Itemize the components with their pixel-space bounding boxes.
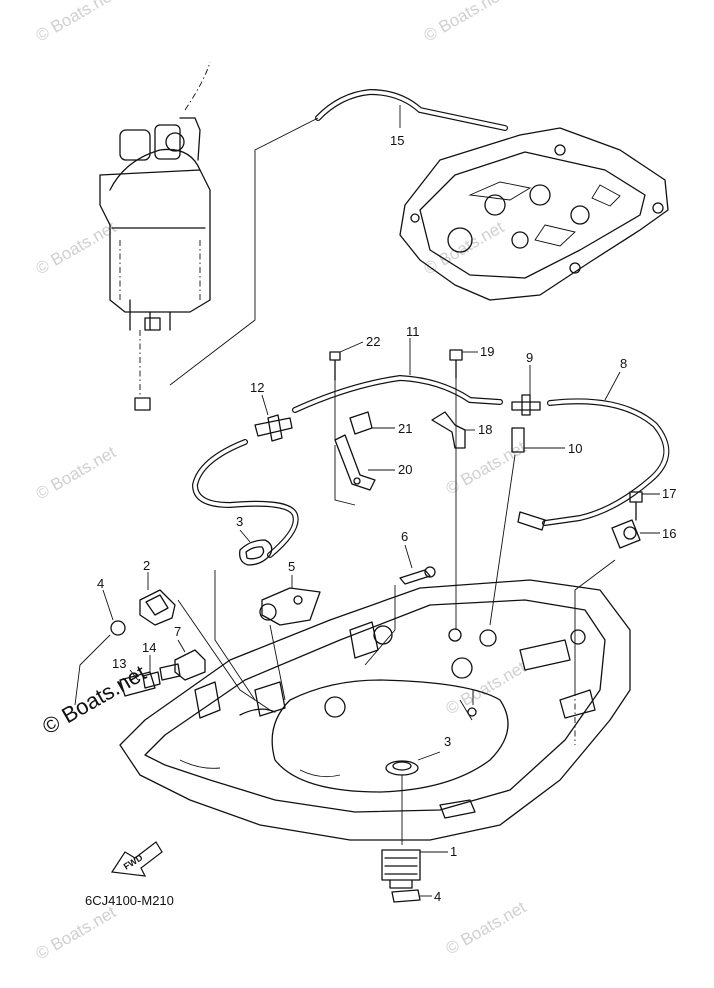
callout-6: 6 (401, 529, 408, 544)
callout-4-lower: 4 (434, 889, 441, 904)
bracket-18 (431, 411, 475, 449)
callout-3-lower: 3 (444, 734, 451, 749)
callout-22: 22 (366, 334, 380, 349)
hose-13 (119, 669, 156, 697)
grommet-3-lower (385, 751, 441, 845)
callout-5: 5 (288, 559, 295, 574)
watermark-top-right: © Boats.net (421, 0, 508, 45)
joint-12 (191, 394, 299, 558)
callout-12: 12 (250, 380, 264, 395)
callout-14: 14 (142, 640, 156, 655)
callout-15: 15 (390, 133, 404, 148)
watermark-bottom-right: © Boats.net (443, 897, 530, 958)
callout-18: 18 (478, 422, 492, 437)
hose-15 (169, 88, 508, 386)
callout-labels: 1 2 3 3 4 4 5 6 7 8 9 10 11 12 13 14 15 … (97, 133, 676, 904)
fitting-7 (159, 639, 206, 681)
watermark-large: © Boats.net (38, 660, 150, 739)
bolt-6 (364, 544, 436, 666)
callout-3-upper: 3 (236, 514, 243, 529)
callout-16: 16 (662, 526, 676, 541)
watermark-top-left: © Boats.net (33, 0, 120, 45)
fwd-arrow: FWD (110, 841, 163, 877)
fuel-pump-assembly (99, 61, 211, 411)
clamp-4-upper (74, 589, 126, 706)
hose-10 (489, 427, 565, 626)
watermark-low-right: © Boats.net (443, 657, 530, 718)
callout-13: 13 (112, 656, 126, 671)
callout-10: 10 (568, 441, 582, 456)
clamp-14 (142, 655, 161, 689)
screw-19 (449, 349, 478, 630)
joint-9 (511, 365, 541, 416)
watermark-mid-left-1: © Boats.net (33, 217, 120, 278)
callout-7: 7 (174, 624, 181, 639)
drain-1 (381, 849, 448, 889)
clip-16 (611, 519, 660, 549)
hose-8 (517, 371, 670, 531)
callout-8: 8 (620, 356, 627, 371)
callout-4-upper: 4 (97, 576, 104, 591)
callout-21: 21 (398, 421, 412, 436)
screw-17 (574, 491, 660, 690)
watermarks: © Boats.net © Boats.net © Boats.net © Bo… (33, 0, 530, 963)
callout-2: 2 (143, 558, 150, 573)
callout-1: 1 (450, 844, 457, 859)
clamp-21 (349, 411, 395, 435)
diagram-code: 6CJ4100-M210 (85, 893, 174, 908)
watermark-mid-right-2: © Boats.net (443, 437, 530, 498)
engine-base-plate (399, 127, 669, 301)
callout-19: 19 (480, 344, 494, 359)
callout-9: 9 (526, 350, 533, 365)
callout-20: 20 (398, 462, 412, 477)
watermark-bottom-left: © Boats.net (33, 902, 120, 963)
callout-17: 17 (662, 486, 676, 501)
watermark-mid-left-2: © Boats.net (33, 442, 120, 503)
grommet-2 (139, 572, 271, 711)
screw-22 (329, 341, 364, 440)
hose-11 (292, 338, 503, 413)
clamp-4-lower (391, 889, 432, 903)
grommet-3-upper (214, 529, 273, 701)
bracket-20 (334, 434, 395, 506)
fitting-5 (259, 575, 321, 701)
bottom-cowling (119, 579, 631, 841)
callout-11: 11 (406, 324, 420, 339)
